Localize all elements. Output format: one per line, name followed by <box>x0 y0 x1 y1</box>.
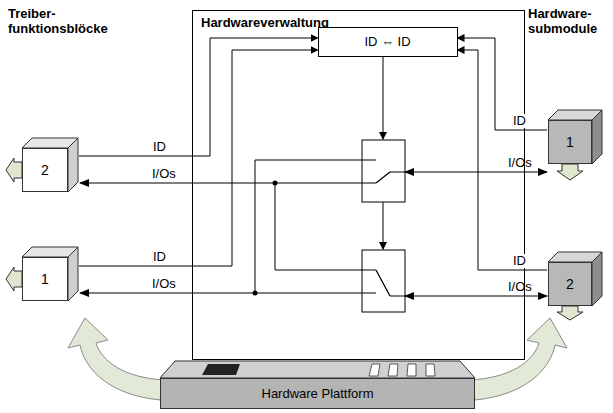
control-wire <box>383 202 384 249</box>
signal-name: I/Os <box>152 166 176 181</box>
node-text: 1 <box>566 134 574 150</box>
signal-name: ID <box>152 250 167 264</box>
signal-name: ID <box>512 114 527 128</box>
node-text: ID ⇔ ID <box>364 34 410 49</box>
signal-name: ID <box>512 254 527 268</box>
switch-symbol <box>362 140 405 312</box>
id-connector <box>79 50 318 266</box>
id-mapping-box: ID ⇔ ID <box>318 27 458 57</box>
id-connector <box>458 38 548 130</box>
signal-name: I/Os <box>508 279 532 294</box>
column-heading: Hardware- submodule <box>528 6 612 36</box>
management-frame: Hardwareverwaltung ID ⇔ ID <box>192 10 525 360</box>
cube-submodule <box>548 110 602 320</box>
driver-block: 1 <box>22 257 68 301</box>
curved-arrow <box>68 318 165 400</box>
node-text: Hardware Plattform <box>262 386 374 401</box>
platform-top <box>160 361 475 378</box>
hardware-platform: Hardware Plattform <box>160 378 475 409</box>
hardware-submodule: 1 <box>548 120 592 164</box>
node-text: 2 <box>41 162 49 178</box>
hardware-submodule: 2 <box>548 262 592 306</box>
chip <box>202 364 240 375</box>
driver-block: 2 <box>22 148 68 192</box>
curved-arrow <box>470 318 567 400</box>
slot-row <box>369 364 435 376</box>
column-heading: Treiber- funktionsblöcke <box>8 6 126 36</box>
signal-name: ID <box>152 140 167 154</box>
node-text: 1 <box>41 271 49 287</box>
id-connector <box>458 50 548 270</box>
control-wire <box>383 57 384 139</box>
frame-title: Hardwareverwaltung <box>201 15 329 30</box>
cube-driver <box>6 138 78 301</box>
id-connector <box>79 38 318 156</box>
node-text: 2 <box>566 276 574 292</box>
junction-dot <box>273 181 278 186</box>
junction-dot <box>253 291 258 296</box>
signal-name: I/Os <box>508 155 532 170</box>
io-wire <box>80 160 547 296</box>
signal-name: I/Os <box>152 276 176 291</box>
